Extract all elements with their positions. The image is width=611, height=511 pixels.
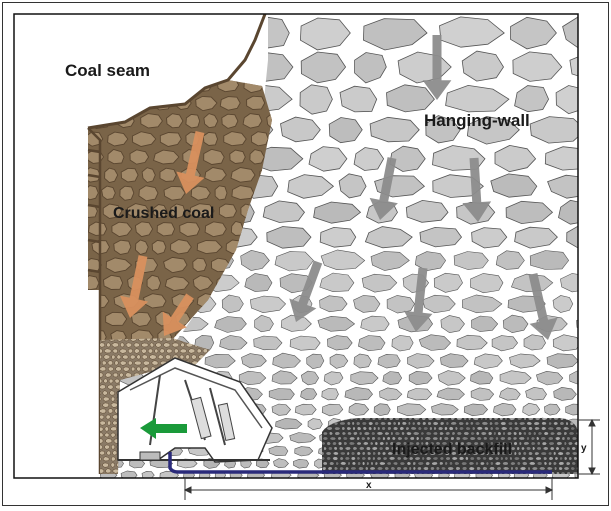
label-hanging-wall: Hanging-wall — [424, 111, 530, 130]
label-coal-seam: Coal seam — [65, 61, 150, 80]
label-dim-y: y — [581, 443, 587, 454]
label-crushed-coal: Crushed coal — [113, 205, 214, 222]
label-dim-x: x — [366, 480, 372, 491]
label-injected-backfill: Injected backfill — [392, 441, 512, 458]
